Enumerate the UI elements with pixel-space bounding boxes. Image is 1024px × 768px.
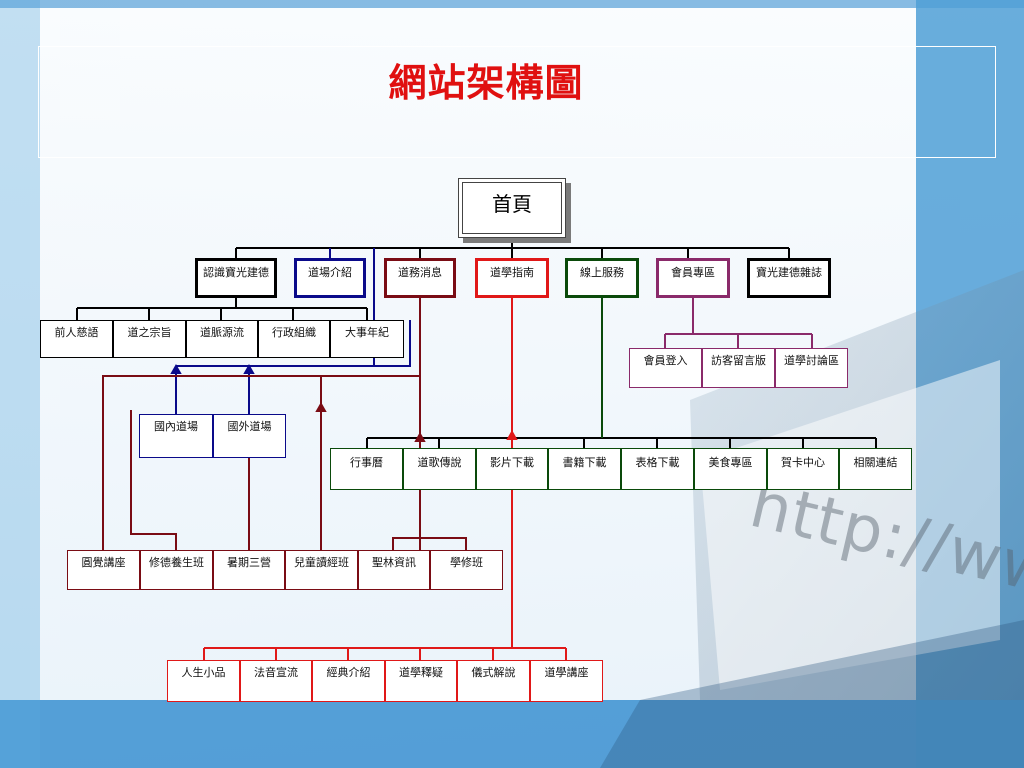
node-service-item[interactable]: 影片下載 bbox=[476, 448, 548, 490]
page-title: 網站架構圖 bbox=[388, 60, 584, 105]
node-news[interactable]: 道務消息 bbox=[384, 258, 456, 298]
node-about-item[interactable]: 大事年紀 bbox=[330, 320, 404, 358]
node-service-item[interactable]: 行事曆 bbox=[330, 448, 403, 490]
node-about-item[interactable]: 行政組織 bbox=[258, 320, 330, 358]
node-temple-item[interactable]: 國內道場 bbox=[139, 414, 213, 458]
node-service-item[interactable]: 賀卡中心 bbox=[767, 448, 839, 490]
node-about-baoguang[interactable]: 認識寶光建德 bbox=[195, 258, 277, 298]
node-service-item[interactable]: 相關連結 bbox=[839, 448, 912, 490]
node-temple-item[interactable]: 國外道場 bbox=[213, 414, 286, 458]
node-news-item[interactable]: 兒童讀經班 bbox=[285, 550, 358, 590]
node-guide-item[interactable]: 法音宣流 bbox=[240, 660, 312, 702]
node-member-item[interactable]: 道學討論區 bbox=[775, 348, 848, 388]
node-service-item[interactable]: 表格下載 bbox=[621, 448, 694, 490]
node-about-item[interactable]: 道脈源流 bbox=[186, 320, 258, 358]
node-guide-item[interactable]: 道學講座 bbox=[530, 660, 603, 702]
home-node[interactable]: 首頁 bbox=[458, 178, 566, 238]
node-member-item[interactable]: 訪客留言版 bbox=[702, 348, 775, 388]
node-news-item[interactable]: 暑期三營 bbox=[213, 550, 285, 590]
node-guide-item[interactable]: 經典介紹 bbox=[312, 660, 385, 702]
node-news-item[interactable]: 學修班 bbox=[430, 550, 503, 590]
node-service-item[interactable]: 道歌傳說 bbox=[403, 448, 476, 490]
node-service-item[interactable]: 美食專區 bbox=[694, 448, 767, 490]
node-news-item[interactable]: 聖林資訊 bbox=[358, 550, 430, 590]
node-about-item[interactable]: 道之宗旨 bbox=[113, 320, 186, 358]
node-about-item[interactable]: 前人慈語 bbox=[40, 320, 113, 358]
node-service-item[interactable]: 書籍下載 bbox=[548, 448, 621, 490]
node-guide[interactable]: 道學指南 bbox=[475, 258, 549, 298]
node-news-item[interactable]: 修德養生班 bbox=[140, 550, 213, 590]
node-guide-item[interactable]: 人生小品 bbox=[167, 660, 240, 702]
node-magazine[interactable]: 寶光建德雜誌 bbox=[747, 258, 831, 298]
node-temple-intro[interactable]: 道場介紹 bbox=[294, 258, 366, 298]
node-members[interactable]: 會員專區 bbox=[656, 258, 730, 298]
node-news-item[interactable]: 圓覺講座 bbox=[67, 550, 140, 590]
node-guide-item[interactable]: 道學釋疑 bbox=[385, 660, 457, 702]
node-guide-item[interactable]: 儀式解說 bbox=[457, 660, 530, 702]
node-member-item[interactable]: 會員登入 bbox=[629, 348, 702, 388]
node-online-services[interactable]: 線上服務 bbox=[565, 258, 639, 298]
title-frame bbox=[38, 46, 996, 158]
